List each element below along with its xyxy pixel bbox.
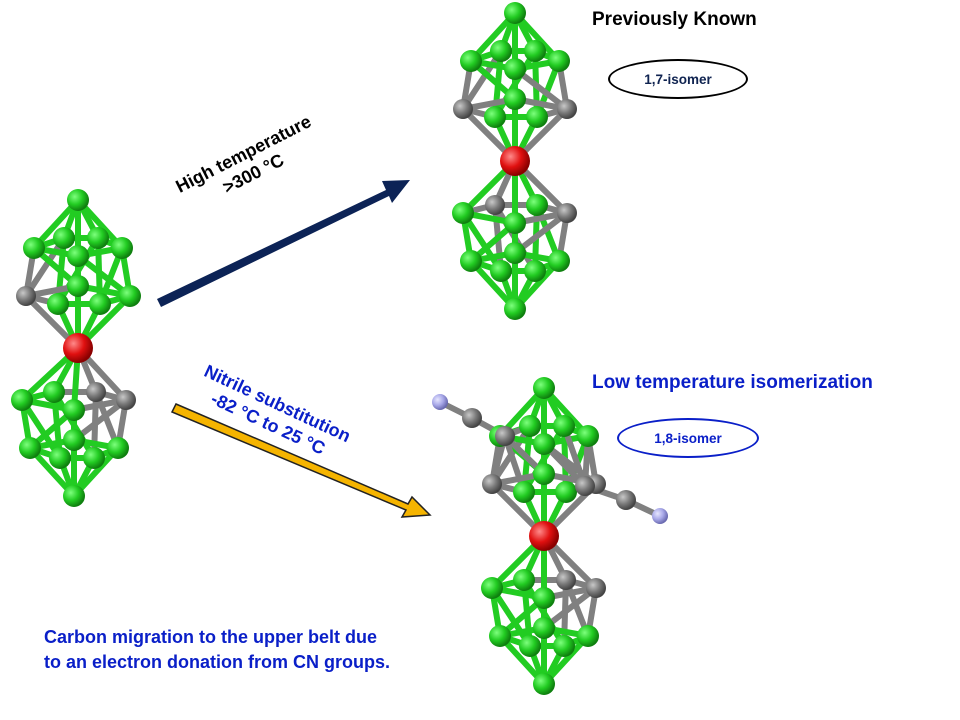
boron-atom	[107, 437, 129, 459]
boron-atom	[548, 50, 570, 72]
nitrogen-atom	[432, 394, 448, 410]
boron-atom	[526, 106, 548, 128]
boron-atom	[553, 415, 575, 437]
boron-atom	[504, 298, 526, 320]
nitrogen-atom	[652, 508, 668, 524]
boron-atom	[513, 569, 535, 591]
carbon-atom	[485, 195, 505, 215]
caption-line2: to an electron donation from CN groups.	[44, 652, 390, 672]
boron-atom	[67, 245, 89, 267]
boron-atom	[533, 673, 555, 695]
boron-atom	[504, 2, 526, 24]
boron-atom	[533, 433, 555, 455]
boron-atom	[452, 202, 474, 224]
boron-atom	[460, 250, 482, 272]
boron-atom	[555, 481, 577, 503]
carbon-atom	[453, 99, 473, 119]
boron-atom	[23, 237, 45, 259]
boron-atom	[53, 227, 75, 249]
boron-atom	[524, 260, 546, 282]
boron-atom	[533, 463, 555, 485]
boron-atom	[47, 293, 69, 315]
arrow-nitrile-substitution	[170, 403, 432, 518]
carbon-atom	[16, 286, 36, 306]
boron-atom	[504, 212, 526, 234]
boron-atom	[484, 106, 506, 128]
boron-atom	[513, 481, 535, 503]
molecules	[11, 2, 668, 695]
boron-atom	[577, 425, 599, 447]
boron-atom	[67, 189, 89, 211]
boron-atom	[11, 389, 33, 411]
boron-atom	[577, 625, 599, 647]
boron-atom	[67, 275, 89, 297]
boron-atom	[519, 415, 541, 437]
molecule-1-8-isomer	[432, 377, 668, 695]
boron-atom	[481, 577, 503, 599]
boron-atom	[89, 293, 111, 315]
boron-atom	[83, 447, 105, 469]
boron-atom	[553, 635, 575, 657]
boron-atom	[526, 194, 548, 216]
boron-atom	[548, 250, 570, 272]
carbon-atom	[616, 490, 636, 510]
boron-atom	[111, 237, 133, 259]
carbon-atom	[86, 382, 106, 402]
boron-atom	[19, 437, 41, 459]
bond	[489, 585, 533, 649]
carbon-atom	[557, 99, 577, 119]
boron-atom	[43, 381, 65, 403]
boron-atom	[460, 50, 482, 72]
carbon-atom	[556, 570, 576, 590]
boron-atom	[490, 40, 512, 62]
isomer-1-8-badge: 1,8-isomer	[617, 418, 759, 458]
carbon-atom	[495, 426, 515, 446]
metal-atom	[500, 146, 530, 176]
boron-atom	[63, 429, 85, 451]
caption: Carbon migration to the upper belt due t…	[44, 625, 390, 675]
boron-atom	[504, 88, 526, 110]
carbon-atom	[116, 390, 136, 410]
boron-atom	[490, 260, 512, 282]
boron-atom	[533, 377, 555, 399]
carbon-atom	[557, 203, 577, 223]
metal-atom	[63, 333, 93, 363]
boron-atom	[87, 227, 109, 249]
isomer-1-7-badge: 1,7-isomer	[608, 59, 748, 99]
arrow-high-temperature	[157, 180, 410, 307]
boron-atom	[63, 485, 85, 507]
boron-atom	[533, 587, 555, 609]
boron-atom	[533, 617, 555, 639]
previously-known-title: Previously Known	[592, 9, 757, 30]
bond	[460, 210, 504, 274]
molecule-1-7-isomer	[452, 2, 577, 320]
boron-atom	[489, 625, 511, 647]
low-temperature-title: Low temperature isomerization	[592, 372, 873, 393]
carbon-atom	[462, 408, 482, 428]
boron-atom	[63, 399, 85, 421]
boron-atom	[519, 635, 541, 657]
carbon-atom	[575, 476, 595, 496]
carbon-atom	[482, 474, 502, 494]
caption-line1: Carbon migration to the upper belt due	[44, 627, 377, 647]
bond	[23, 235, 67, 299]
metal-atom	[529, 521, 559, 551]
boron-atom	[49, 447, 71, 469]
molecule-starting-complex	[11, 189, 141, 507]
boron-atom	[504, 242, 526, 264]
boron-atom	[119, 285, 141, 307]
boron-atom	[504, 58, 526, 80]
bond	[19, 397, 63, 461]
bond	[460, 48, 504, 112]
boron-atom	[524, 40, 546, 62]
carbon-atom	[586, 578, 606, 598]
